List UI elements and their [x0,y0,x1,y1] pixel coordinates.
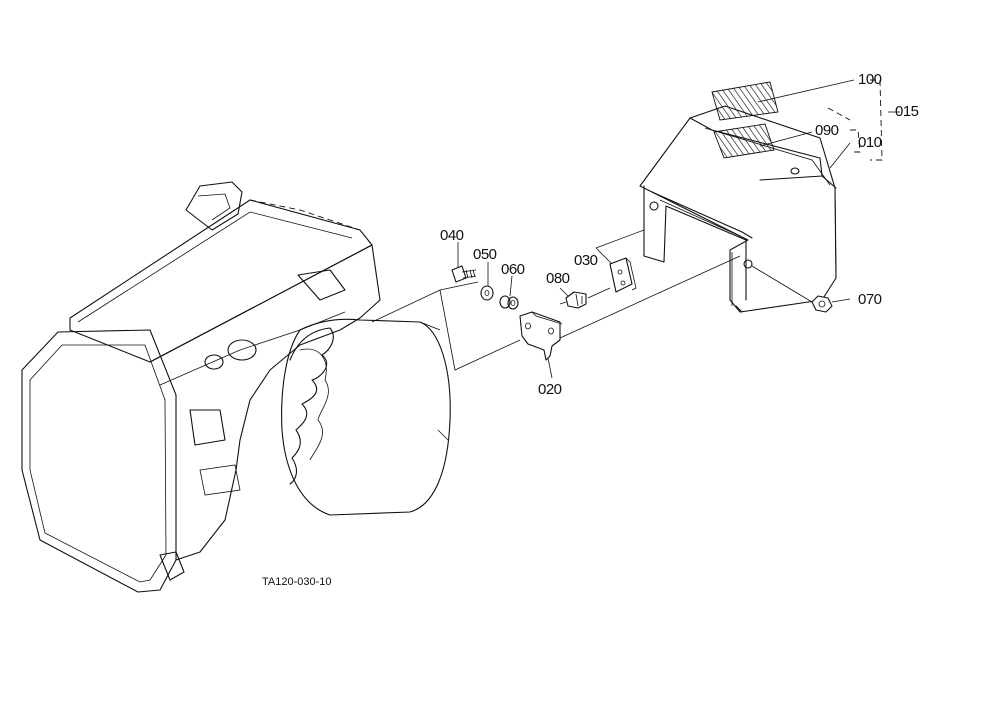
label-part-050: 050 [473,246,497,263]
assembly-lines [371,79,900,379]
engine-block [21,181,451,593]
decal-090 [713,123,775,159]
label-part-100: 100 [858,71,882,88]
label-part-070: 070 [858,291,882,308]
label-part-080: 080 [546,270,570,287]
washer-060 [499,295,519,310]
bolt-080 [559,291,587,309]
nut-070 [811,295,833,313]
label-part-015: 015 [895,103,919,120]
label-part-010: 010 [858,134,882,151]
label-part-030: 030 [574,252,598,269]
belt-cover [639,81,837,313]
washer-050 [480,285,494,301]
label-part-040: 040 [440,227,464,244]
decal-100 [711,81,779,121]
plate-030 [609,257,637,293]
bolt-040 [451,265,477,283]
label-part-060: 060 [501,261,525,278]
bracket-020 [519,311,563,361]
reference-code: TA120-030-10 [262,576,332,588]
label-part-090: 090 [815,122,839,139]
label-part-020: 020 [538,381,562,398]
